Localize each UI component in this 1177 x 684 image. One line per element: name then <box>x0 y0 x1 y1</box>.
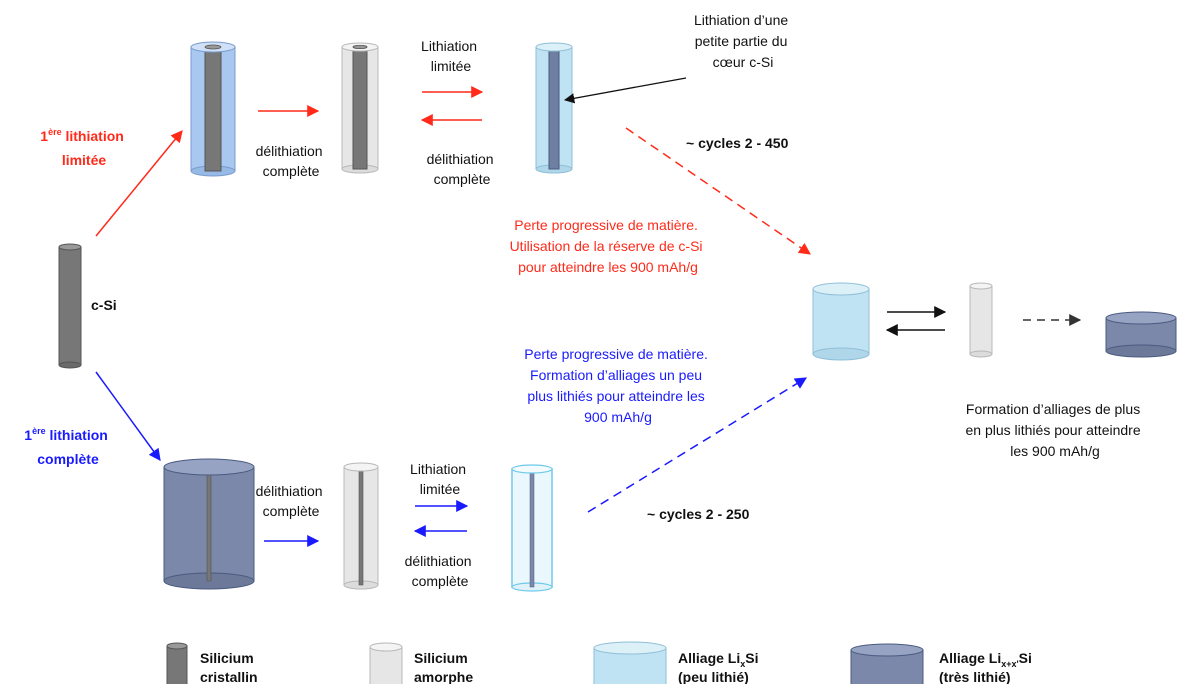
bottom-cycles-label: ~ cycles 2 - 250 <box>647 506 750 522</box>
legend-alloy-light-label: Alliage LixSi (peu lithié) <box>678 650 762 684</box>
arrow-bottom-to-right <box>587 377 808 513</box>
top-lith-label: Lithiation limitée <box>421 38 481 74</box>
right-formation-text: Formation d’alliages de plus en plus lit… <box>966 401 1145 459</box>
right-cylinder-amorphous <box>969 282 993 358</box>
bottom-lith-label: Lithiation limitée <box>410 461 470 497</box>
top-cylinder-3 <box>535 42 573 174</box>
bottom-loss-text: Perte progressive de matière. Formation … <box>524 346 712 425</box>
legend-crystalline-swatch <box>166 642 188 684</box>
arrow-callout <box>563 77 687 104</box>
legend-alloy-light-swatch <box>593 641 667 684</box>
top-cycles-label: ~ cycles 2 - 450 <box>686 135 789 151</box>
bottom-cylinder-2 <box>343 462 379 590</box>
legend-amorphous-label: Silicium amorphe <box>414 650 473 684</box>
first-limited-label: 1ère lithiation limitée <box>40 127 127 168</box>
arrow-top-to-right <box>625 127 811 255</box>
top-cylinder-2 <box>341 42 379 174</box>
legend-crystalline-label: Silicium cristallin <box>200 650 258 684</box>
callout-label: Lithiation d’une petite partie du cœur c… <box>694 12 792 70</box>
bottom-cylinder-1 <box>163 458 255 590</box>
legend-alloy-heavy-swatch <box>850 643 924 684</box>
right-cylinder-alloy <box>812 282 870 361</box>
legend-amorphous-swatch <box>369 642 403 684</box>
right-cylinder-heavy <box>1105 311 1177 358</box>
legend-alloy-heavy-label: Alliage Lix+x'Si (très lithié) <box>939 650 1036 684</box>
csi-rod <box>58 243 82 369</box>
top-delith-label-1: délithiation complète <box>256 143 327 179</box>
first-complete-label: 1ère lithiation complète <box>24 426 111 467</box>
top-loss-text: Perte progressive de matière. Utilisatio… <box>510 217 707 275</box>
arrow-first-complete <box>95 371 161 461</box>
bottom-delith-label-2: délithiation complète <box>405 553 476 589</box>
arrow-first-limited <box>95 130 183 237</box>
legend: Silicium cristallin Silicium amorphe All… <box>166 641 1036 684</box>
top-cylinder-1 <box>190 41 236 177</box>
bottom-delith-label-1: délithiation complète <box>256 483 327 519</box>
bottom-cylinder-3 <box>511 464 553 592</box>
top-delith-label-2: délithiation complète <box>427 151 498 187</box>
csi-label: c-Si <box>91 297 117 313</box>
